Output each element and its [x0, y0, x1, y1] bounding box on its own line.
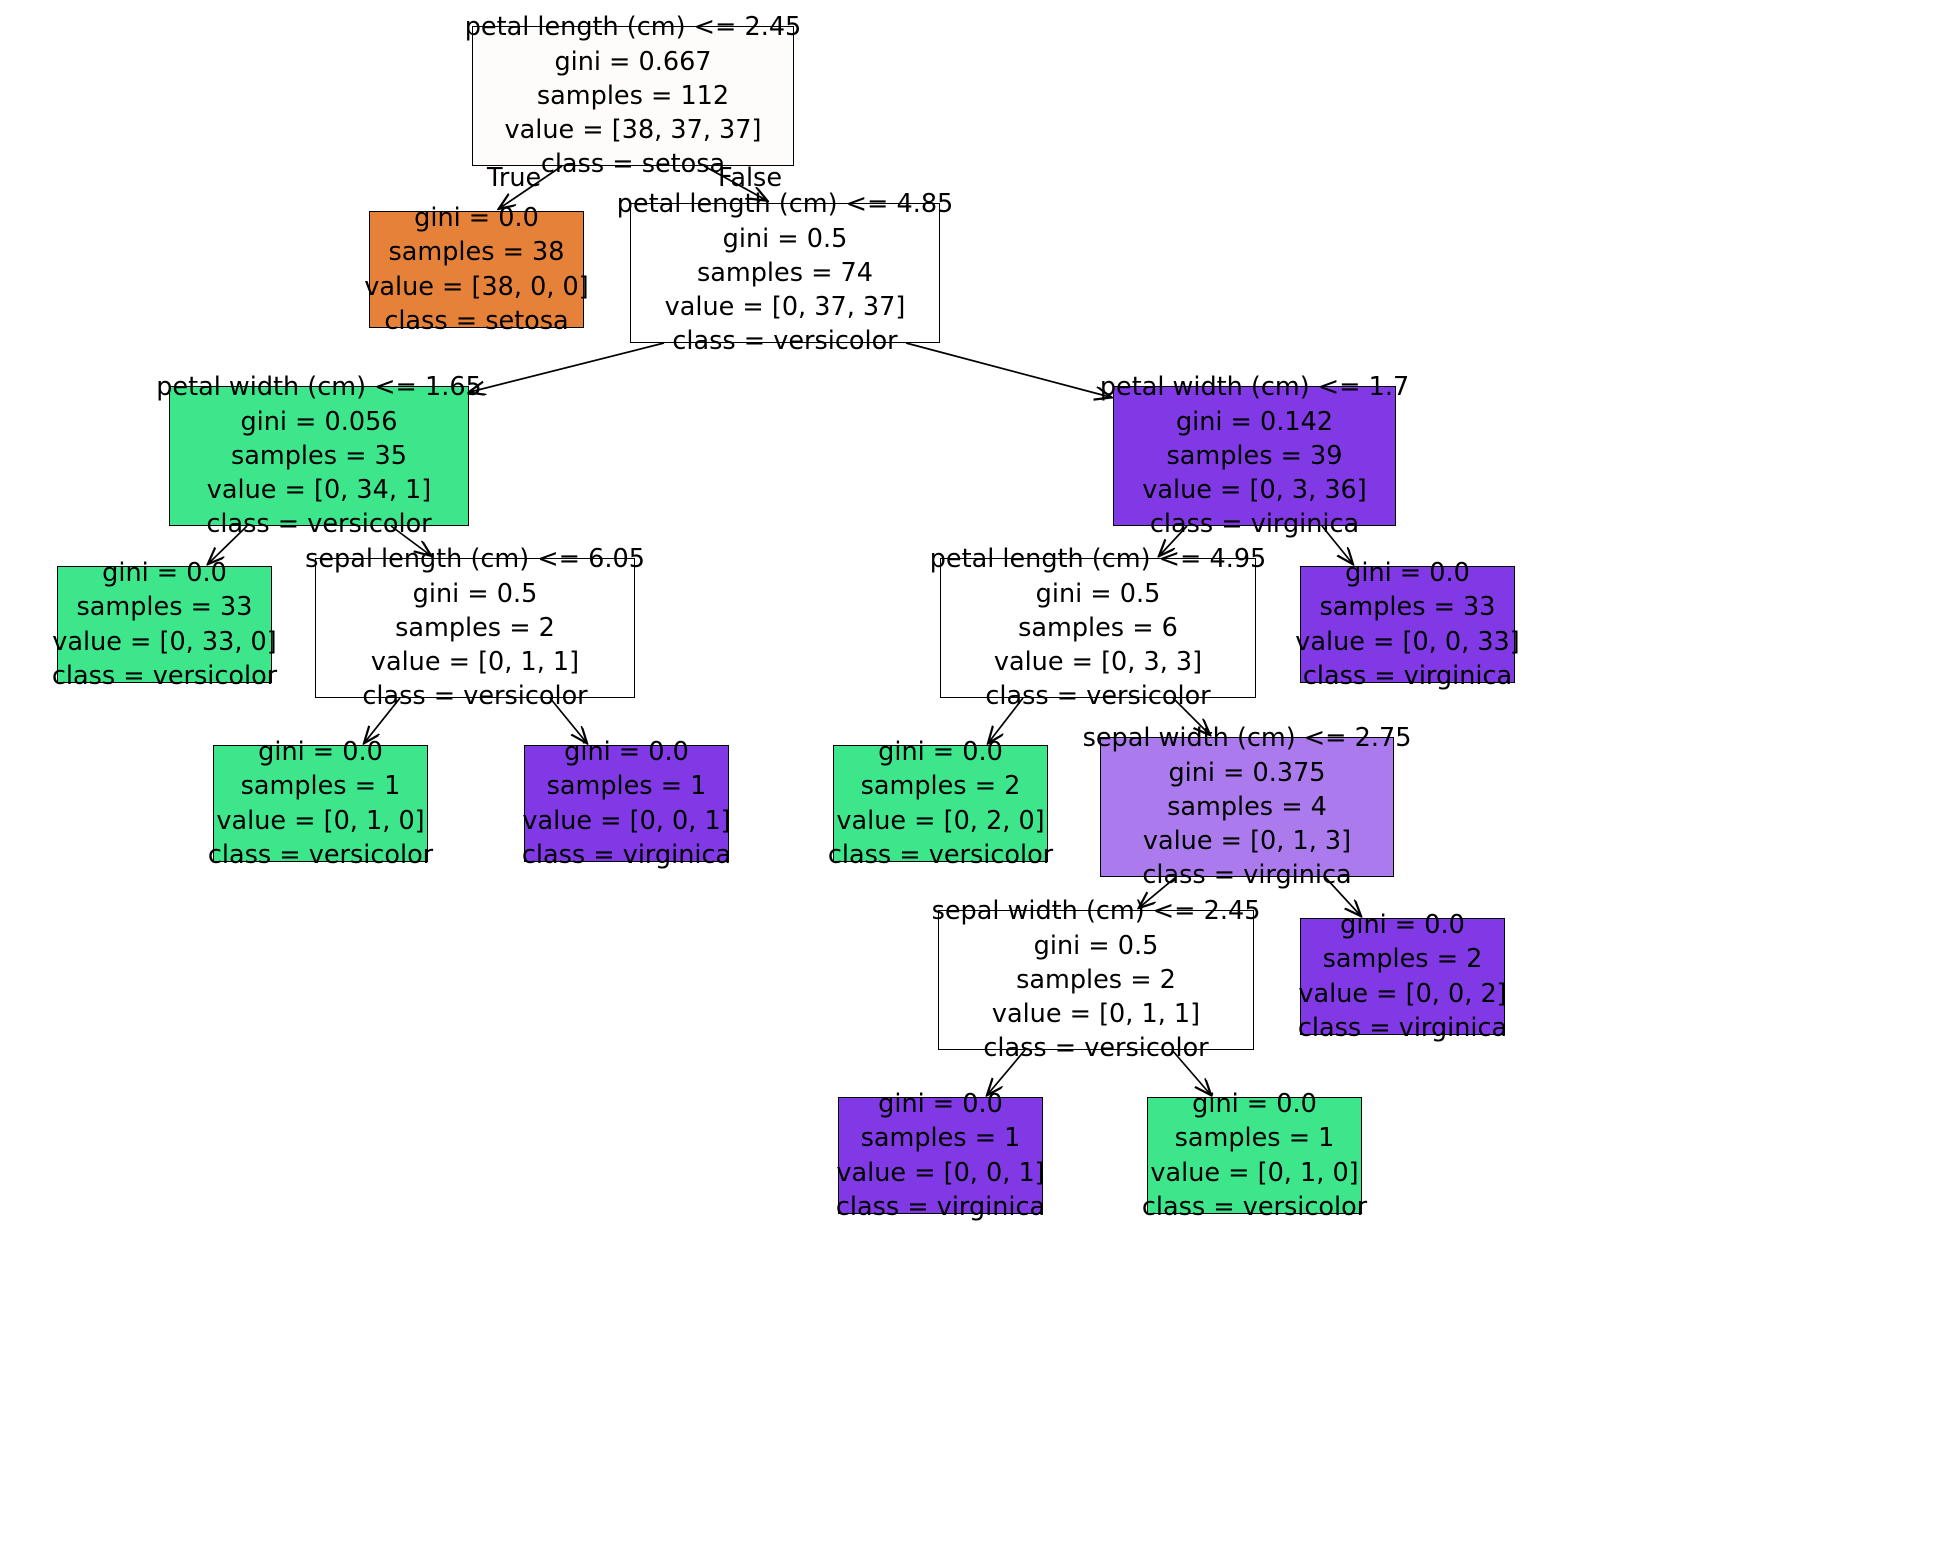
- tree-node-line: samples = 33: [1319, 592, 1496, 623]
- tree-node-line: class = versicolor: [827, 839, 1054, 870]
- tree-node-line: value = [0, 34, 1]: [206, 475, 432, 506]
- tree-node-line: class = versicolor: [207, 839, 434, 870]
- tree-node-line: class = versicolor: [206, 509, 432, 540]
- tree-node-line: samples = 2: [395, 612, 555, 643]
- tree-node-line: value = [0, 3, 3]: [993, 647, 1203, 678]
- tree-node-line: class = versicolor: [51, 660, 278, 691]
- tree-node-line: value = [0, 3, 36]: [1142, 475, 1367, 506]
- tree-node-line: gini = 0.5: [1033, 930, 1159, 961]
- tree-node-line: samples = 35: [230, 440, 408, 471]
- tree-node-line: class = virginica: [1297, 1012, 1508, 1043]
- tree-node-line: gini = 0.0: [564, 736, 689, 767]
- tree-node-line: samples = 6: [1018, 612, 1178, 643]
- tree-node-line: gini = 0.5: [722, 223, 848, 254]
- tree-node-line: samples = 1: [240, 771, 401, 802]
- tree-node-line: class = versicolor: [1141, 1191, 1368, 1222]
- tree-node-line: class = versicolor: [985, 681, 1211, 712]
- tree-node-line: sepal length (cm) <= 6.05: [305, 544, 645, 575]
- tree-node-line: samples = 39: [1166, 440, 1343, 471]
- tree-node-line: value = [0, 1, 1]: [370, 647, 580, 678]
- tree-node-line: value = [38, 0, 0]: [364, 271, 589, 302]
- tree-node-line: gini = 0.375: [1168, 757, 1326, 788]
- tree-node-line: value = [0, 1, 0]: [216, 805, 425, 836]
- tree-node-line: class = virginica: [1142, 860, 1352, 891]
- tree-node-line: gini = 0.0: [102, 557, 227, 588]
- tree-node-line: value = [0, 33, 0]: [52, 626, 277, 657]
- tree-node-line: petal length (cm) <= 2.45: [464, 12, 802, 43]
- tree-node-line: gini = 0.0: [414, 202, 539, 233]
- edge-label-true-label: True: [487, 163, 542, 193]
- tree-node-line: samples = 4: [1167, 791, 1327, 822]
- edge-label-false-label: False: [718, 163, 783, 193]
- tree-node-line: value = [0, 0, 2]: [1298, 978, 1507, 1009]
- tree-node-line: value = [0, 0, 1]: [522, 805, 731, 836]
- tree-node-line: samples = 1: [860, 1123, 1021, 1154]
- tree-node-line: petal length (cm) <= 4.95: [929, 544, 1267, 575]
- tree-node-line: value = [0, 1, 1]: [991, 999, 1201, 1030]
- tree-node-line: value = [0, 1, 3]: [1142, 826, 1352, 857]
- tree-node-line: gini = 0.0: [1340, 909, 1465, 940]
- tree-node-line: petal length (cm) <= 4.85: [616, 189, 954, 220]
- tree-node-line: samples = 2: [860, 771, 1021, 802]
- tree-node-line: gini = 0.667: [554, 46, 712, 77]
- tree-node-line: value = [0, 2, 0]: [836, 805, 1045, 836]
- tree-node-line: samples = 1: [546, 771, 707, 802]
- tree-node-line: class = versicolor: [983, 1033, 1209, 1064]
- tree-node-line: class = setosa: [540, 149, 726, 180]
- tree-node-line: gini = 0.0: [878, 736, 1003, 767]
- tree-node-line: samples = 112: [536, 80, 730, 111]
- tree-node-line: sepal width (cm) <= 2.75: [1082, 723, 1412, 754]
- tree-node-line: gini = 0.5: [1035, 578, 1161, 609]
- tree-node-line: samples = 2: [1016, 964, 1176, 995]
- tree-node-line: gini = 0.0: [878, 1088, 1003, 1119]
- tree-node-line: class = virginica: [1149, 509, 1360, 540]
- tree-node-line: sepal width (cm) <= 2.45: [931, 896, 1261, 927]
- tree-node-line: class = virginica: [1302, 660, 1513, 691]
- tree-node-line: value = [0, 37, 37]: [664, 292, 906, 323]
- tree-node-line: petal width (cm) <= 1.65: [156, 372, 482, 403]
- tree-node-line: class = virginica: [835, 1191, 1046, 1222]
- tree-node-line: gini = 0.5: [412, 578, 538, 609]
- tree-node-line: class = versicolor: [362, 681, 588, 712]
- tree-node-line: value = [38, 37, 37]: [504, 115, 762, 146]
- tree-node-line: value = [0, 0, 33]: [1295, 626, 1520, 657]
- tree-node-line: samples = 33: [76, 592, 253, 623]
- tree-node-line: samples = 2: [1322, 944, 1483, 975]
- tree-node-line: gini = 0.0: [1345, 557, 1470, 588]
- tree-node-line: value = [0, 1, 0]: [1150, 1157, 1359, 1188]
- tree-node-line: samples = 1: [1174, 1123, 1335, 1154]
- tree-node-line: gini = 0.0: [1192, 1088, 1317, 1119]
- tree-node-line: class = virginica: [521, 839, 732, 870]
- tree-node-line: class = setosa: [384, 305, 569, 336]
- tree-node-line: samples = 38: [388, 237, 565, 268]
- tree-node-line: value = [0, 0, 1]: [836, 1157, 1045, 1188]
- tree-node-line: gini = 0.142: [1175, 406, 1334, 437]
- tree-node-line: petal width (cm) <= 1.7: [1099, 372, 1410, 403]
- tree-node-line: gini = 0.0: [258, 736, 383, 767]
- tree-node-line: samples = 74: [696, 257, 874, 288]
- tree-node-line: gini = 0.056: [240, 406, 398, 437]
- tree-edge-n2-n3: [470, 342, 665, 392]
- tree-edge-n2-n4: [905, 342, 1110, 397]
- tree-node-line: class = versicolor: [672, 326, 898, 357]
